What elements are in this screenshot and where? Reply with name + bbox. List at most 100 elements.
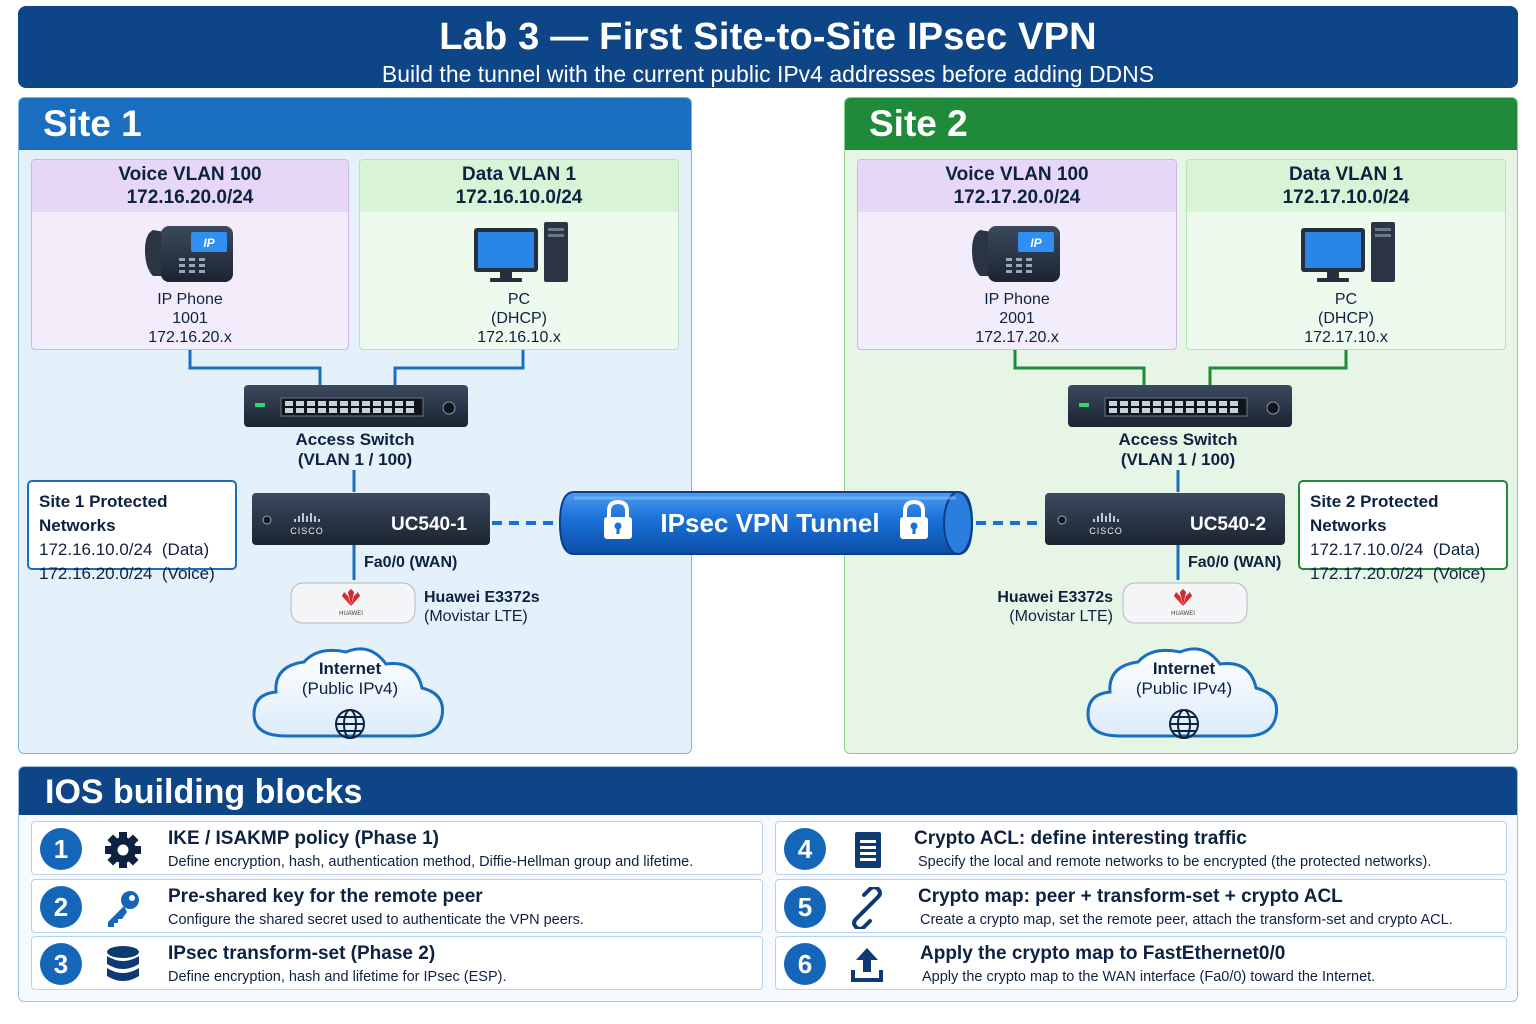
site1-router-icon: CISCO UC540-1 [252,493,490,545]
step-4: 4 Crypto ACL: define interesting traffic… [775,821,1507,875]
site1-phone-label: IP Phone [157,291,223,308]
site2-protected-networks-box: Site 2 Protected Networks 172.17.10.0/24… [1298,480,1508,583]
pc-icon [474,222,568,282]
pc-icon [1301,222,1395,282]
step-description: Configure the shared secret used to auth… [168,912,584,928]
document-icon [855,832,881,868]
site2-switch-label: Access Switch (VLAN 1 / 100) [1118,430,1238,469]
ip-phone-icon: IP [972,226,1060,282]
site2-data-vlan-subnet: 172.17.10.0/24 [1282,187,1410,208]
site1-lte-modem-icon: HUAWEI [290,582,416,624]
step-title: Apply the crypto map to FastEthernet0/0 [920,943,1286,964]
upload-icon [851,948,883,982]
page-subtitle: Build the tunnel with the current public… [381,61,1155,87]
svg-text:HUAWEI: HUAWEI [339,611,363,617]
svg-text:CISCO: CISCO [290,526,324,536]
step-description: Create a crypto map, set the remote peer… [920,912,1453,928]
site2-modem-label: Huawei E3372s (Movistar LTE) [997,589,1113,625]
site2-access-switch-icon [1068,385,1292,427]
site1-access-switch-icon [244,385,468,427]
page-title: Lab 3 — First Site-to-Site IPsec VPN [439,16,1097,58]
site2-protected-net-data: 172.17.10.0/24 (Data) [1310,540,1481,559]
step-title: IPsec transform-set (Phase 2) [168,943,436,964]
blocks-title: IOS building blocks [19,767,1517,815]
site2-data-vlan-name: Data VLAN 1 [1288,164,1404,185]
site2-voice-vlan-box: Voice VLAN 100 172.17.20.0/24 IP IP Phon… [857,159,1177,350]
lock-icon [604,499,632,539]
lock-icon [900,499,928,539]
site1-data-vlan-name: Data VLAN 1 [461,164,577,185]
svg-text:HUAWEI: HUAWEI [1171,611,1195,617]
step-title: Crypto map: peer + transform-set + crypt… [918,886,1343,907]
svg-text:IP: IP [1030,236,1042,250]
site1-phone-ip: 172.16.20.x [148,329,232,346]
ipsec-vpn-tunnel: IPsec VPN Tunnel [492,491,1044,555]
site1-modem-label: Huawei E3372s (Movistar LTE) [424,589,540,625]
step-5: 5 Crypto map: peer + transform-set + cry… [775,879,1507,933]
site2-router-name: UC540-2 [1190,514,1266,535]
step-description: Define encryption, hash, authentication … [168,854,694,870]
site2-internet-cloud-icon [1086,647,1279,739]
step-title: Pre-shared key for the remote peer [168,886,483,907]
site2-pc-label: PC [1334,291,1358,308]
site1-switch-label: Access Switch (VLAN 1 / 100) [295,430,415,469]
site1-internet-cloud-icon [252,647,445,739]
header-banner: Lab 3 — First Site-to-Site IPsec VPN Bui… [18,6,1518,88]
step-number: 2 [40,886,82,928]
site1-data-vlan-subnet: 172.16.10.0/24 [455,187,583,208]
site2-internet-label: Internet (Public IPv4) [1135,659,1233,698]
site2-wan-label: Fa0/0 (WAN) [1188,554,1282,571]
step-number: 4 [784,828,826,870]
key-icon [108,891,139,927]
site2-phone-ext: 2001 [999,310,1035,327]
step-number: 1 [40,828,82,870]
ip-phone-icon: IP [145,226,233,282]
site2-voice-vlan-name: Voice VLAN 100 [945,164,1089,185]
site2-links [1013,350,1348,580]
site2-title: Site 2 [845,98,1517,150]
link-icon [852,887,882,929]
site1-voice-vlan-box: Voice VLAN 100 172.16.20.0/24 IP IP Phon… [31,159,349,350]
site1-protected-networks-box: Site 1 Protected Networks 172.16.10.0/24… [27,480,237,583]
database-icon [107,946,139,981]
site2-protected-net-voice: 172.17.20.0/24 (Voice) [1310,564,1486,583]
step-1: 1 IKE / ISAKMP policy (Phase 1) Define e… [31,821,763,875]
site2-phone-ip: 172.17.20.x [975,329,1059,346]
site2-voice-vlan-subnet: 172.17.20.0/24 [953,187,1081,208]
ios-building-blocks-panel: IOS building blocks 1 IKE / ISAKMP polic… [18,766,1518,1002]
site1-protected-net-voice: 172.16.20.0/24 (Voice) [39,564,215,583]
site1-voice-vlan-subnet: 172.16.20.0/24 [126,187,254,208]
site1-router-name: UC540-1 [391,514,467,535]
step-number: 5 [784,886,826,928]
svg-text:CISCO: CISCO [1089,526,1123,536]
site1-voice-vlan-name: Voice VLAN 100 [118,164,262,185]
site2-router-icon: CISCO UC540-2 [1045,493,1285,545]
site1-wan-label: Fa0/0 (WAN) [364,554,458,571]
step-3: 3 IPsec transform-set (Phase 2) Define e… [31,936,763,990]
site1-protected-title: Site 1 Protected Networks [39,492,168,535]
site1-protected-net-data: 172.16.10.0/24 (Data) [39,540,210,559]
gear-icon [105,832,141,868]
step-6: 6 Apply the crypto map to FastEthernet0/… [775,936,1507,990]
step-2: 2 Pre-shared key for the remote peer Con… [31,879,763,933]
site1-internet-label: Internet (Public IPv4) [301,659,399,698]
site1-links [188,350,525,580]
site2-data-vlan-box: Data VLAN 1 172.17.10.0/24 PC (DHCP) 172… [1186,159,1506,350]
site1-phone-ext: 1001 [172,310,208,327]
site1-data-vlan-box: Data VLAN 1 172.16.10.0/24 PC (DHCP) 172… [359,159,679,350]
site2-lte-modem-icon: HUAWEI [1122,582,1248,624]
step-description: Define encryption, hash and lifetime for… [168,969,507,985]
site1-pc-ip: 172.16.10.x [477,329,561,346]
step-number: 6 [784,943,826,985]
step-title: IKE / ISAKMP policy (Phase 1) [168,828,440,849]
site2-phone-label: IP Phone [984,291,1050,308]
step-description: Specify the local and remote networks to… [918,854,1432,870]
step-title: Crypto ACL: define interesting traffic [914,828,1247,849]
svg-text:IP: IP [203,236,215,250]
site1-pc-mode: (DHCP) [491,310,547,327]
tunnel-label: IPsec VPN Tunnel [660,508,879,538]
site2-pc-mode: (DHCP) [1318,310,1374,327]
site2-pc-ip: 172.17.10.x [1304,329,1388,346]
site1-pc-label: PC [507,291,531,308]
site1-title: Site 1 [19,98,691,150]
